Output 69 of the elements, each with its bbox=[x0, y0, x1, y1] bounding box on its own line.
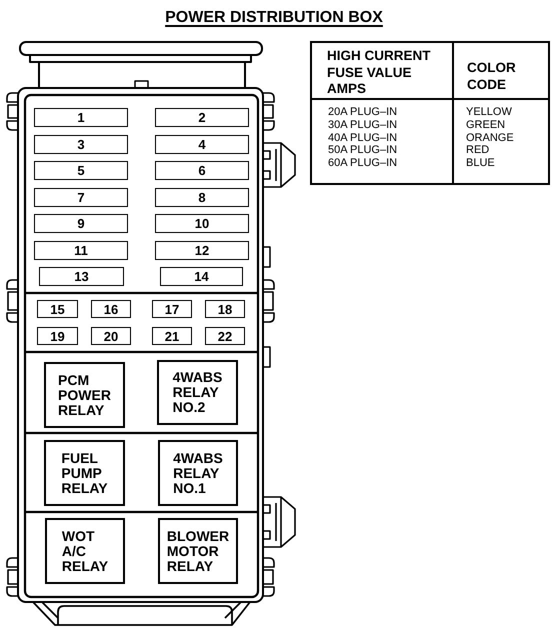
table-cell: 40A PLUG–IN bbox=[328, 132, 398, 144]
fuse-number: 4 bbox=[198, 137, 206, 152]
fuse-number: 2 bbox=[198, 110, 206, 125]
table-cell: BLUE bbox=[466, 157, 495, 170]
fuse-number: 10 bbox=[194, 216, 210, 231]
table-cell: 60A PLUG–IN bbox=[328, 157, 398, 170]
fuse-slot bbox=[34, 188, 128, 207]
fuse-slot bbox=[160, 267, 243, 286]
fuse-slot bbox=[155, 241, 249, 260]
fuse-slot bbox=[34, 241, 128, 260]
relay-slot bbox=[158, 518, 238, 584]
relay-slot bbox=[157, 360, 238, 425]
fuse-slot bbox=[155, 214, 249, 233]
relay-label: FUEL PUMP RELAY bbox=[61, 450, 108, 496]
mini-fuse-slot bbox=[152, 300, 192, 318]
column-header: COLOR CODE bbox=[467, 60, 517, 93]
fuse-number: 8 bbox=[198, 190, 206, 205]
fuse-number: 16 bbox=[104, 302, 118, 316]
relay-label: 4WABS RELAY NO.1 bbox=[173, 450, 223, 496]
mini-fuse-slot bbox=[152, 327, 192, 345]
fuse-slot bbox=[155, 135, 249, 154]
fuse-slot bbox=[155, 161, 249, 180]
relay-label: WOT A/C RELAY bbox=[62, 528, 108, 574]
table-cell: ORANGE bbox=[466, 132, 514, 144]
fuse-number: 11 bbox=[74, 243, 88, 258]
table-cell: 30A PLUG–IN bbox=[328, 118, 398, 132]
fuse-number: 20 bbox=[104, 328, 118, 344]
relay-label: BLOWER MOTOR RELAY bbox=[166, 528, 230, 574]
table-cell: 50A PLUG–IN bbox=[328, 144, 398, 158]
fuse-number: 1 bbox=[77, 110, 85, 125]
fuse-slot bbox=[34, 161, 128, 180]
relay-slot bbox=[158, 440, 238, 506]
diagram-title: POWER DISTRIBUTION BOX bbox=[165, 8, 383, 27]
table-cell: GREEN bbox=[466, 118, 506, 132]
fuse-number: 3 bbox=[77, 137, 85, 152]
mini-fuse-slot bbox=[91, 300, 131, 318]
table-cell: YELLOW bbox=[466, 106, 512, 119]
relay-label: PCM POWER RELAY bbox=[58, 372, 111, 418]
fuse-number: 19 bbox=[50, 328, 65, 344]
fuse-slot bbox=[34, 108, 128, 127]
fuse-number: 5 bbox=[77, 163, 85, 178]
fuse-number: 15 bbox=[50, 302, 65, 316]
relay-slot bbox=[44, 362, 125, 428]
table-cell: 20A PLUG–IN bbox=[328, 106, 398, 119]
mini-fuse-slot bbox=[205, 300, 245, 318]
fuse-number: 14 bbox=[194, 269, 209, 284]
relay-label: 4WABS RELAY NO.2 bbox=[172, 370, 222, 415]
fuse-number: 12 bbox=[194, 243, 210, 258]
mini-fuse-slot bbox=[205, 327, 245, 345]
fuse-number: 17 bbox=[164, 302, 180, 316]
fuse-slot bbox=[34, 135, 128, 154]
fuse-number: 13 bbox=[74, 269, 89, 284]
fuse-slot bbox=[34, 214, 128, 233]
fuse-slot bbox=[39, 267, 124, 286]
table-cell: RED bbox=[466, 144, 490, 158]
mini-fuse-slot bbox=[37, 300, 78, 318]
relay-slot bbox=[44, 440, 125, 506]
fuse-number: 7 bbox=[77, 190, 85, 205]
fuse-number: 22 bbox=[218, 328, 232, 344]
fuse-slot bbox=[155, 188, 249, 207]
fuse-number: 18 bbox=[218, 302, 232, 316]
relay-slot bbox=[45, 518, 125, 584]
mini-fuse-slot bbox=[91, 327, 131, 345]
mini-fuse-slot bbox=[37, 327, 78, 345]
fuse-number: 6 bbox=[198, 163, 206, 178]
fuse-slot bbox=[155, 108, 249, 127]
column-header: HIGH CURRENT FUSE VALUE AMPS bbox=[327, 48, 432, 98]
fuse-number: 9 bbox=[77, 216, 85, 231]
fuse-number: 21 bbox=[164, 328, 180, 344]
